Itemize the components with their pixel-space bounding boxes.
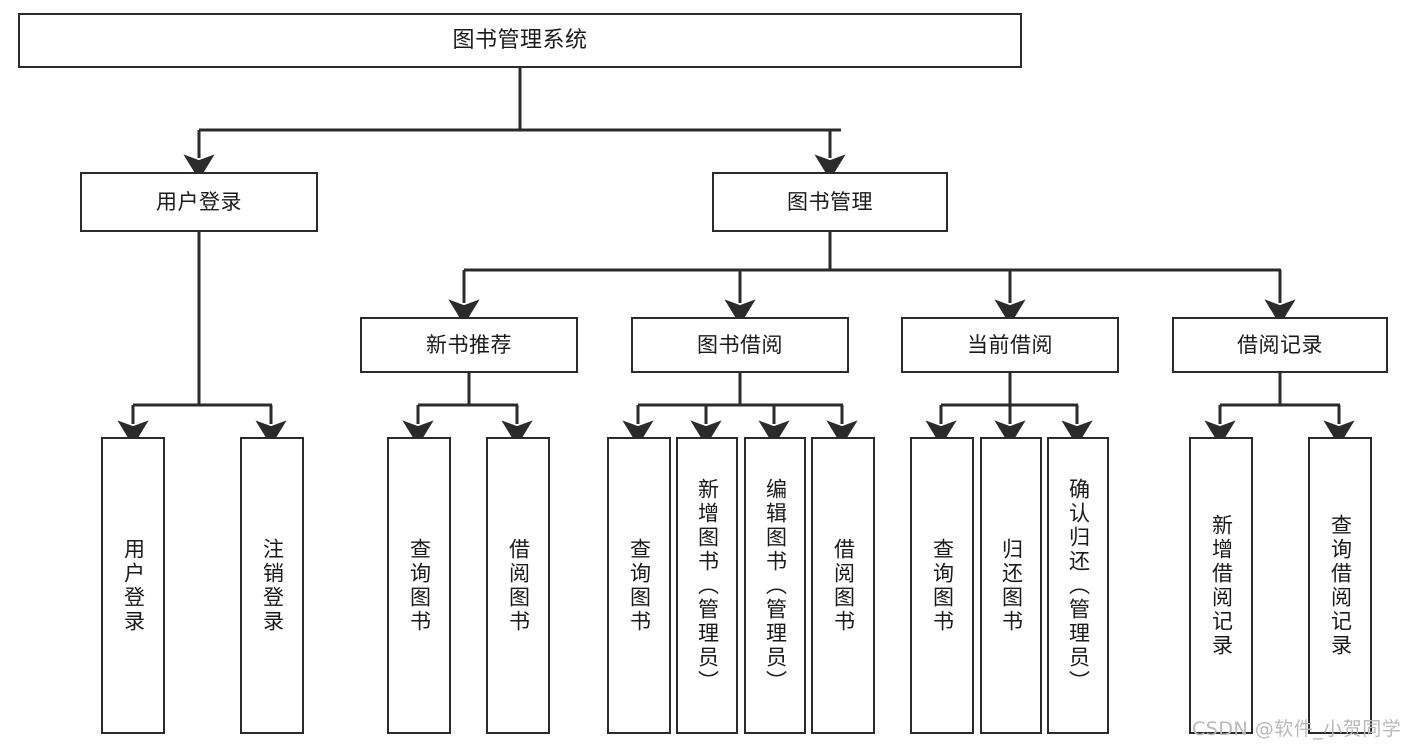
leaf-query-book-borrow[interactable]: 查询图书	[607, 437, 671, 734]
node-label: 归还图书	[999, 537, 1024, 634]
node-label: 注销登录	[260, 537, 285, 634]
watermark: CSDN @软件_小贺同学	[1192, 718, 1402, 740]
node-label: 新增借阅记录	[1209, 513, 1234, 658]
node-label: 新书推荐	[426, 332, 512, 357]
leaf-query-book-current[interactable]: 查询图书	[910, 437, 974, 734]
leaf-return-book[interactable]: 归还图书	[980, 437, 1042, 734]
leaf-logout[interactable]: 注销登录	[240, 437, 304, 734]
node-label: 图书管理	[787, 189, 873, 214]
leaf-confirm-return-admin[interactable]: 确认归还（管理员）	[1047, 437, 1109, 734]
node-label: 借阅图书	[831, 537, 856, 634]
node-label: 用户登录	[156, 189, 242, 214]
leaf-edit-book-admin[interactable]: 编辑图书（管理员）	[744, 437, 806, 734]
node-label: 查询图书	[407, 537, 432, 634]
node-label: 查询图书	[627, 537, 652, 634]
node-new-book-recommendation[interactable]: 新书推荐	[360, 317, 578, 373]
node-label: 查询图书	[930, 537, 955, 634]
leaf-borrow-book-borrow[interactable]: 借阅图书	[811, 437, 875, 734]
node-root-book-management-system[interactable]: 图书管理系统	[18, 13, 1022, 68]
node-current-borrow[interactable]: 当前借阅	[901, 317, 1119, 373]
leaf-add-book-admin[interactable]: 新增图书（管理员）	[676, 437, 738, 734]
leaf-query-book-recommendation[interactable]: 查询图书	[387, 437, 451, 734]
node-book-borrow[interactable]: 图书借阅	[631, 317, 849, 373]
leaf-borrow-book-recommendation[interactable]: 借阅图书	[486, 437, 550, 734]
node-label: 编辑图书（管理员）	[763, 477, 788, 694]
node-label: 查询借阅记录	[1328, 513, 1353, 658]
node-label: 图书管理系统	[452, 27, 588, 53]
node-user-login[interactable]: 用户登录	[80, 172, 318, 232]
leaf-add-borrow-record[interactable]: 新增借阅记录	[1189, 437, 1253, 734]
leaf-user-login[interactable]: 用户登录	[101, 437, 165, 734]
node-label: 图书借阅	[697, 332, 783, 357]
node-label: 当前借阅	[967, 332, 1053, 357]
leaf-query-borrow-record[interactable]: 查询借阅记录	[1308, 437, 1372, 734]
node-label: 用户登录	[121, 537, 146, 634]
node-book-management[interactable]: 图书管理	[712, 172, 948, 232]
node-label: 确认归还（管理员）	[1066, 477, 1091, 694]
node-label: 新增图书（管理员）	[695, 477, 720, 694]
node-borrow-record[interactable]: 借阅记录	[1172, 317, 1388, 373]
node-label: 借阅记录	[1237, 332, 1323, 357]
node-label: 借阅图书	[506, 537, 531, 634]
